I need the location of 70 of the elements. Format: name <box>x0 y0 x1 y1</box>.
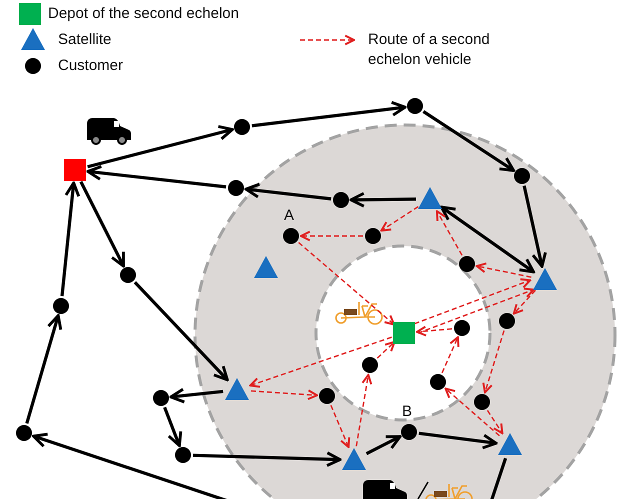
point-label: A <box>284 206 294 226</box>
customer-dot <box>459 256 475 272</box>
route-arrow <box>252 100 407 128</box>
dashed-route-arrow <box>418 288 535 334</box>
legend-label: Route of a second echelon vehicle <box>368 30 491 70</box>
route-arrow <box>163 406 182 448</box>
route-line <box>488 458 508 499</box>
route-arrow <box>440 206 535 274</box>
dashed-route-arrow <box>330 404 350 448</box>
satellite-triangle <box>254 256 278 278</box>
satellite-triangle <box>418 187 442 209</box>
route-arrow <box>192 451 342 468</box>
customer-dot <box>53 298 69 314</box>
depot-square <box>64 159 86 181</box>
customer-dot <box>234 119 250 135</box>
dashed-route-arrow <box>476 262 532 278</box>
route-arrow <box>522 185 547 268</box>
dashed-route-arrow <box>414 278 532 324</box>
route-arrow <box>244 182 332 200</box>
legend-label: Depot of the second echelon <box>48 4 240 24</box>
dashed-route-arrow <box>356 374 372 446</box>
dashed-route-arrow <box>486 410 504 434</box>
dashed-route-arrow <box>416 326 452 336</box>
customer-dot <box>499 313 515 329</box>
route-arrow <box>134 281 229 382</box>
route-arrow <box>25 314 62 424</box>
dashed-route-arrow <box>300 230 363 242</box>
customer-dot <box>474 394 490 410</box>
legend-label: Customer <box>58 56 124 76</box>
customer-dot <box>365 228 381 244</box>
dashed-route-arrow <box>376 340 396 359</box>
satellite-triangle <box>498 433 522 455</box>
route-arrow <box>422 110 516 172</box>
dashed-route-arrow <box>298 242 396 326</box>
customer-dot <box>401 424 417 440</box>
dashed-route-arrow <box>250 389 318 400</box>
customer-dot <box>319 388 335 404</box>
depot-square <box>393 322 415 344</box>
customer-dot <box>430 374 446 390</box>
customer-dot <box>153 390 169 406</box>
dashed-route-arrow <box>436 210 463 256</box>
route-arrow <box>87 125 234 168</box>
route-arrow <box>86 165 226 188</box>
customer-dot <box>514 168 530 184</box>
route-arrow <box>350 192 416 208</box>
route-arrow <box>366 435 402 456</box>
customer-dot <box>120 267 136 283</box>
dashed-route-arrow <box>444 388 500 436</box>
customer-dot <box>454 320 470 336</box>
customer-dot <box>228 180 244 196</box>
satellite-triangle <box>225 378 249 400</box>
point-label: B <box>402 402 412 422</box>
dashed-route-arrow <box>512 290 536 315</box>
dashed-route-arrow <box>380 206 419 232</box>
route-arrow <box>79 180 125 268</box>
route-arrow <box>418 432 498 450</box>
satellite-triangle <box>533 268 557 290</box>
satellite-triangle <box>342 448 366 470</box>
dashed-route-arrow <box>482 330 505 394</box>
customer-dot <box>283 228 299 244</box>
customer-dot <box>333 192 349 208</box>
customer-dot <box>407 98 423 114</box>
dashed-route-arrow <box>249 336 392 388</box>
dashed-route-arrow <box>441 336 460 374</box>
route-arrow <box>170 388 224 404</box>
customer-dot <box>16 425 32 441</box>
route-arrow <box>60 182 80 296</box>
legend-label: Satellite <box>58 30 112 50</box>
customer-dot <box>175 447 191 463</box>
customer-dot <box>362 357 378 373</box>
